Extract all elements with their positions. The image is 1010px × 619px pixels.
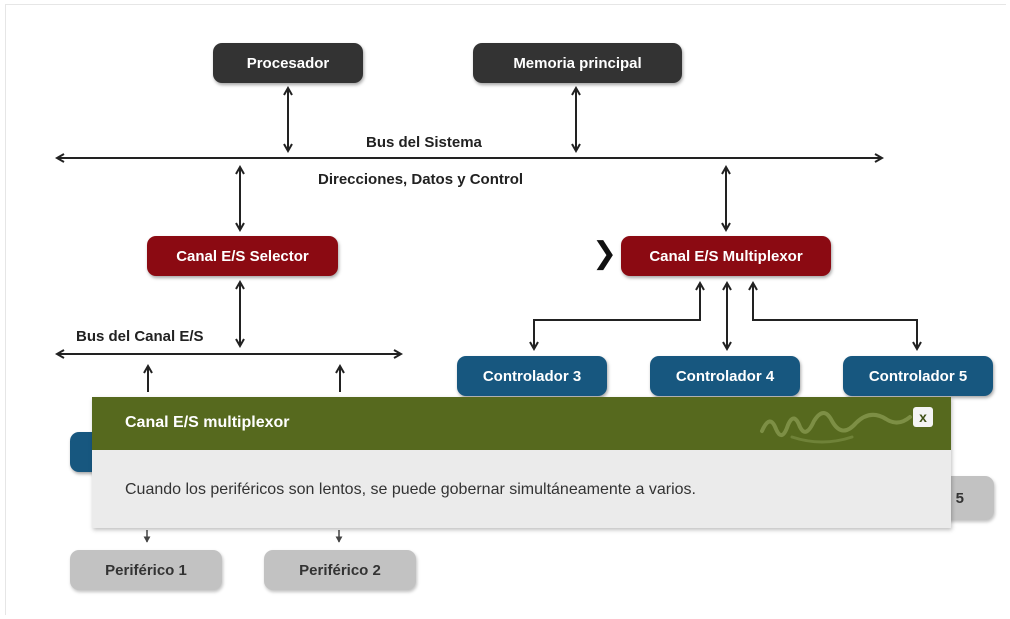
popup-body-text: Cuando los periféricos son lentos, se pu… bbox=[125, 481, 696, 498]
diagram-frame bbox=[5, 4, 1006, 615]
handwriting-swoosh-icon bbox=[760, 411, 912, 444]
info-popup: Canal E/S multiplexor x Cuando los perif… bbox=[92, 397, 951, 528]
controller-5-box[interactable]: Controlador 5 bbox=[843, 356, 993, 396]
multiplexor-channel-box[interactable]: Canal E/S Multiplexor bbox=[621, 236, 831, 276]
channel-bus-label: Bus del Canal E/S bbox=[76, 328, 204, 345]
peripheral-2-box[interactable]: Periférico 2 bbox=[264, 550, 416, 590]
memory-box: Memoria principal bbox=[473, 43, 682, 83]
processor-box: Procesador bbox=[213, 43, 363, 83]
controller5-link bbox=[753, 283, 917, 349]
controller-3-box[interactable]: Controlador 3 bbox=[457, 356, 607, 396]
peripheral-1-box[interactable]: Periférico 1 bbox=[70, 550, 222, 590]
close-icon[interactable]: x bbox=[913, 407, 933, 427]
popup-header: Canal E/S multiplexor x bbox=[92, 397, 951, 450]
chevron-right-icon: ❯ bbox=[592, 237, 618, 270]
partial-box-text: 5 bbox=[955, 489, 964, 507]
controller3-link bbox=[534, 283, 700, 349]
system-bus-label: Bus del Sistema bbox=[366, 134, 482, 151]
selector-channel-box[interactable]: Canal E/S Selector bbox=[147, 236, 338, 276]
popup-title: Canal E/S multiplexor bbox=[125, 414, 290, 431]
system-bus-sublabel: Direcciones, Datos y Control bbox=[318, 171, 524, 188]
controller-4-box[interactable]: Controlador 4 bbox=[650, 356, 800, 396]
